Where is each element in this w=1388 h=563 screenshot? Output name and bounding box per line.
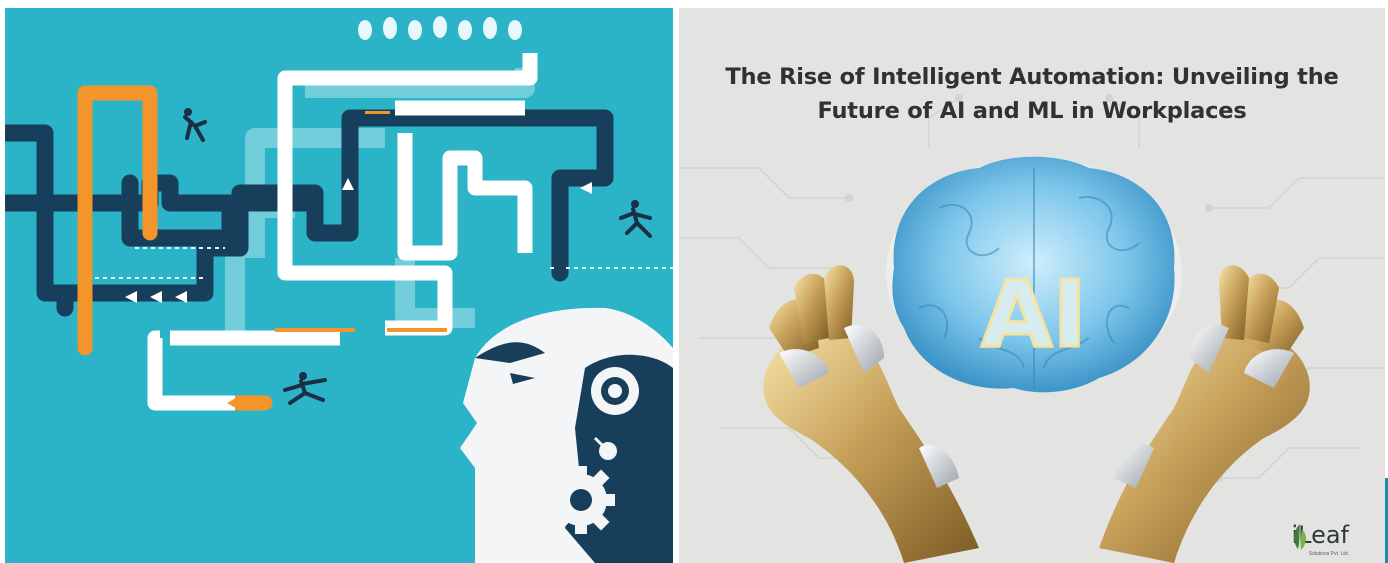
robot-hand-left bbox=[763, 265, 979, 563]
robot-head bbox=[460, 307, 673, 563]
brain-label: AI bbox=[981, 261, 1086, 368]
down-arrow-icon bbox=[553, 266, 567, 278]
gear-icon bbox=[547, 466, 615, 534]
ai-banner-graphic: AI bbox=[679, 94, 1385, 563]
ai-banner: AI The Rise of Intelligent Automation: U… bbox=[679, 8, 1385, 563]
businessman-running-icon bbox=[283, 372, 327, 405]
robot-hand-right bbox=[1099, 265, 1310, 563]
ileaf-logo: iLeaf Solutions Pvt. Ltd. bbox=[1291, 521, 1349, 557]
leaf-icon bbox=[1294, 524, 1307, 550]
banner-title: The Rise of Intelligent Automation: Unve… bbox=[679, 60, 1385, 128]
businessman-running-icon bbox=[183, 108, 207, 142]
logo-tagline: Solutions Pvt. Ltd. bbox=[1308, 551, 1349, 557]
navy-pipes bbox=[5, 109, 614, 317]
logo-name: iLeaf bbox=[1291, 521, 1349, 549]
arrow-icon bbox=[125, 178, 592, 303]
orange-arrow-icon bbox=[227, 394, 243, 412]
banner-title-line-1: The Rise of Intelligent Automation: Unve… bbox=[725, 64, 1339, 90]
edge-strip bbox=[1385, 478, 1388, 563]
businessman-running-icon bbox=[619, 200, 652, 238]
automation-illustration bbox=[5, 8, 673, 563]
brain-icon bbox=[886, 156, 1182, 393]
banner-title-line-2: Future of AI and ML in Workplaces bbox=[817, 98, 1247, 124]
orange-accents bbox=[275, 111, 447, 332]
automation-illustration-graphic bbox=[5, 16, 673, 563]
runners-crowd-icon bbox=[358, 16, 522, 40]
dashed-lines bbox=[95, 247, 673, 279]
